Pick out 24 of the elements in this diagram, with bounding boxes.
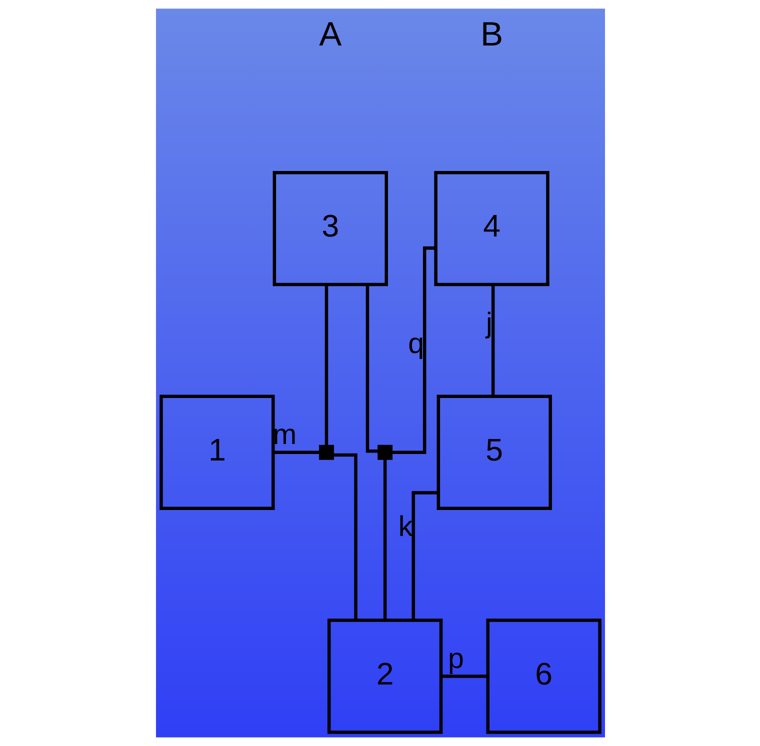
edge-label: k (398, 510, 412, 543)
connector (390, 246, 436, 454)
connector (382, 458, 386, 620)
label: B (480, 15, 503, 54)
edge-label: p (448, 642, 464, 675)
label: A (318, 15, 342, 54)
edge-label: q (408, 328, 424, 360)
node-square (318, 444, 334, 460)
node-box: 3 (272, 170, 388, 286)
node-box: 5 (436, 394, 552, 510)
connector (440, 674, 488, 678)
connector (332, 453, 357, 620)
connector (490, 285, 494, 396)
edge-label: j (485, 307, 492, 340)
node-box: 1 (159, 394, 274, 510)
connector (365, 284, 379, 453)
connector (411, 491, 438, 620)
edge-label: m (272, 419, 296, 452)
node-box: 2 (326, 618, 442, 734)
connector (273, 450, 320, 454)
node-square (377, 444, 392, 460)
node-box: 4 (434, 170, 549, 286)
connector (324, 285, 328, 446)
node-box: 6 (486, 618, 601, 734)
